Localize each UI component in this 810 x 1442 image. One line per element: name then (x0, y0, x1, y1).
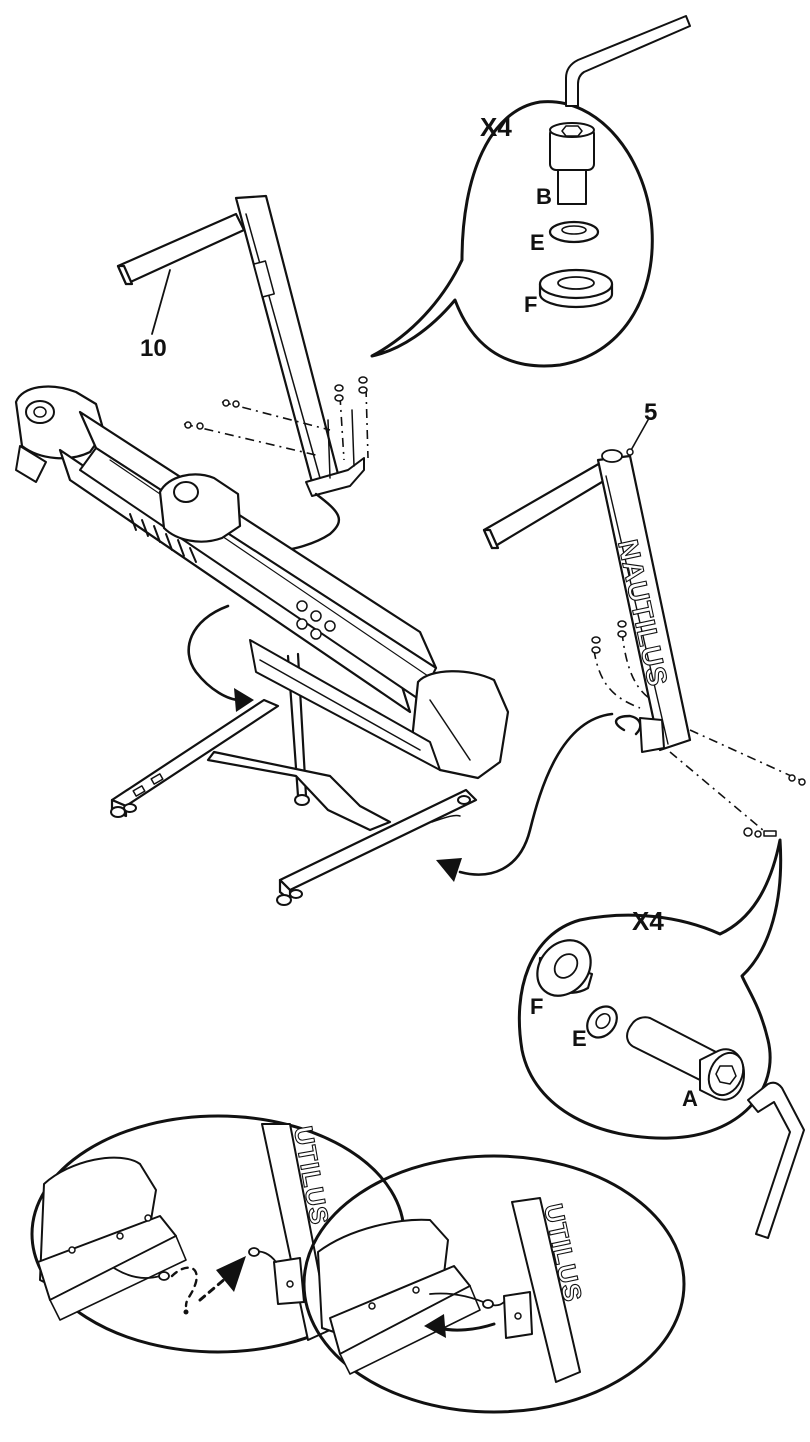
hardware-label-e-top: E (530, 230, 545, 255)
nautilus-logo: NAUTILUS (612, 537, 673, 690)
part-label-10: 10 (140, 335, 167, 362)
hardware-label-a: A (682, 1086, 698, 1111)
arrow-icon (187, 604, 254, 712)
lock-washer-e (548, 220, 600, 244)
detail-callout-icon: UTILUS (302, 1154, 686, 1414)
hex-key-icon (565, 15, 691, 107)
bolt-a (626, 1016, 745, 1101)
hardware-label-e-bottom: E (572, 1026, 587, 1051)
hardware-label-b: B (536, 184, 552, 209)
qty-label-bottom: X4 (632, 906, 664, 936)
hardware-label-f-bottom: F (530, 994, 543, 1019)
arrow-icon (436, 712, 614, 882)
hex-key-icon (747, 1081, 805, 1239)
arrow-icon (424, 1314, 496, 1338)
lock-washer-e (586, 1005, 618, 1039)
part-label-5: 5 (644, 399, 657, 426)
small-hardware-left (184, 376, 368, 430)
bolt-b (549, 122, 595, 205)
base-frame (110, 698, 478, 906)
right-upright: NAUTILUS (482, 419, 692, 753)
top-hardware-callout: X4 B E F (370, 15, 691, 368)
left-upright (116, 194, 365, 497)
small-hardware-right (591, 620, 806, 838)
hardware-label-f-top: F (524, 292, 537, 317)
flat-washer-f (538, 268, 614, 309)
flat-washer-f (536, 939, 594, 997)
treadmill-frame (14, 385, 510, 806)
detail-callout-icon: UTILUS (30, 1114, 406, 1354)
bottom-hardware-callout: X4 F E A (517, 838, 783, 1140)
qty-label-top: X4 (480, 112, 512, 142)
